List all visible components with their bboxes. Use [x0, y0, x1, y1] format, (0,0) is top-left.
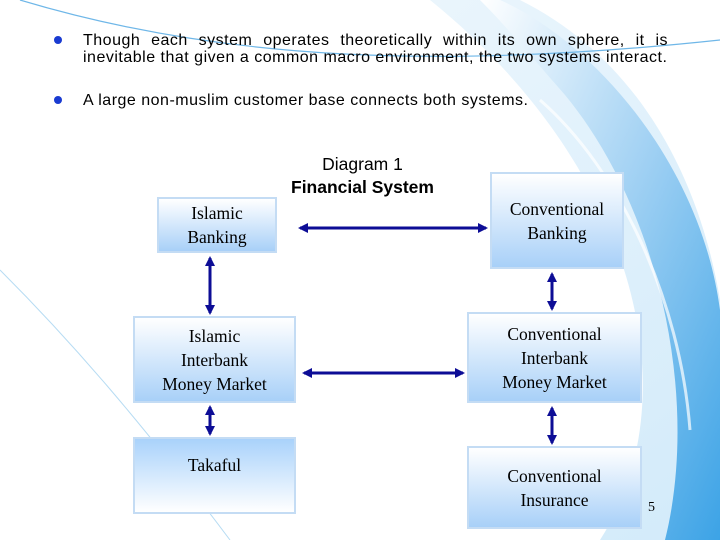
- page-number: 5: [648, 500, 655, 515]
- bullet-icon: [54, 36, 62, 44]
- islamic-interbank-box: Islamic Interbank Money Market: [133, 316, 296, 403]
- bullet-item: Though each system operates theoreticall…: [52, 32, 668, 66]
- bullet-item: A large non-muslim customer base connect…: [52, 92, 668, 109]
- bullet-text: A large non-muslim customer base connect…: [83, 92, 529, 109]
- conventional-insurance-box: Conventional Insurance: [467, 446, 642, 529]
- conventional-banking-box: Conventional Banking: [490, 172, 624, 269]
- takaful-box: Takaful: [133, 437, 296, 514]
- bullet-list: Though each system operates theoreticall…: [52, 32, 668, 109]
- islamic-banking-box: Islamic Banking: [157, 197, 277, 253]
- diagram-title-line2: Financial System: [291, 177, 434, 197]
- decor-line-top: [19, 0, 720, 57]
- diagram-title-line1: Diagram 1: [322, 154, 403, 174]
- decor-swoosh-main: [480, 0, 720, 540]
- bullet-text: Though each system operates theoreticall…: [83, 32, 668, 66]
- decor-swoosh-highlight: [539, 98, 692, 431]
- conventional-interbank-box: Conventional Interbank Money Market: [467, 312, 642, 403]
- diagram-title: Diagram 1 Financial System: [270, 153, 455, 199]
- bullet-icon: [54, 96, 62, 104]
